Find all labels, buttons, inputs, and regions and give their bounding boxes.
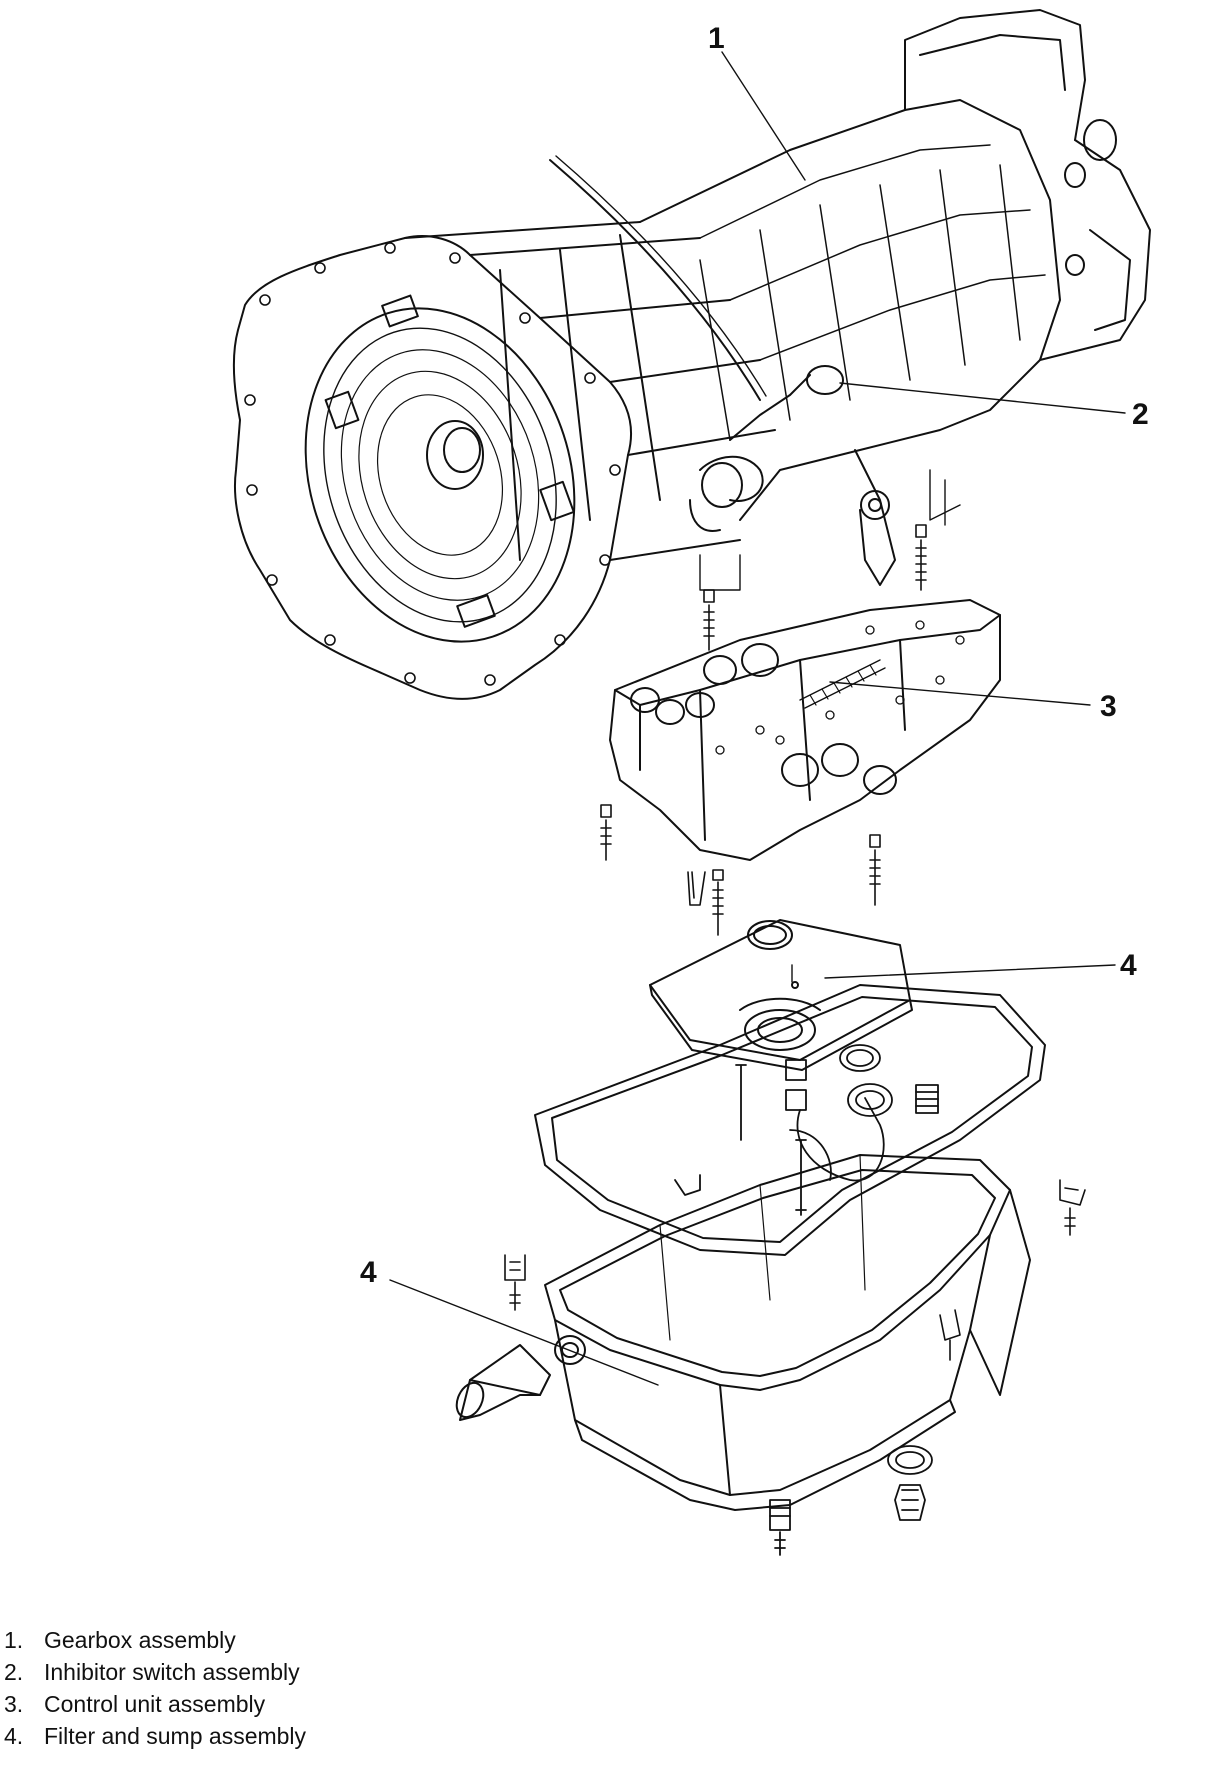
control-unit-bolts: [600, 804, 881, 936]
callout-3: 3: [1100, 690, 1117, 723]
retaining-clips: [504, 1179, 1086, 1361]
filter-pickup-parts: [674, 1044, 939, 1216]
oil-filler-tube: [455, 1344, 551, 1421]
callout-numbers: 1 2 3 4 4: [360, 22, 1149, 1289]
legend-item: 3. Control unit assembly: [4, 1688, 306, 1720]
legend-label: Filter and sump assembly: [44, 1723, 307, 1749]
control-unit-assembly: [609, 599, 1001, 861]
legend-number: 3.: [4, 1691, 24, 1717]
legend-label: Inhibitor switch assembly: [44, 1659, 300, 1685]
mounting-bolts-upper: [703, 524, 927, 651]
gearbox-assembly: [232, 9, 1151, 700]
legend-label: Gearbox assembly: [44, 1627, 236, 1653]
legend-item: 4. Filter and sump assembly: [4, 1720, 306, 1752]
legend-number: 2.: [4, 1659, 24, 1685]
legend-number: 1.: [4, 1627, 24, 1653]
parts-legend: 1. Gearbox assembly 2. Inhibitor switch …: [4, 1624, 306, 1752]
legend-item: 2. Inhibitor switch assembly: [4, 1656, 306, 1688]
callout-4-filter: 4: [1120, 949, 1137, 982]
legend-item: 1. Gearbox assembly: [4, 1624, 306, 1656]
legend-number: 4.: [4, 1723, 24, 1749]
leader-lines: [389, 51, 1126, 1386]
sump-pan: [544, 1154, 1031, 1511]
sump-gasket: [534, 984, 1046, 1256]
callout-1: 1: [708, 22, 725, 55]
callout-2: 2: [1132, 398, 1149, 431]
legend-label: Control unit assembly: [44, 1691, 266, 1717]
drain-plug-parts: [769, 1445, 933, 1556]
callout-4-sump: 4: [360, 1256, 377, 1289]
